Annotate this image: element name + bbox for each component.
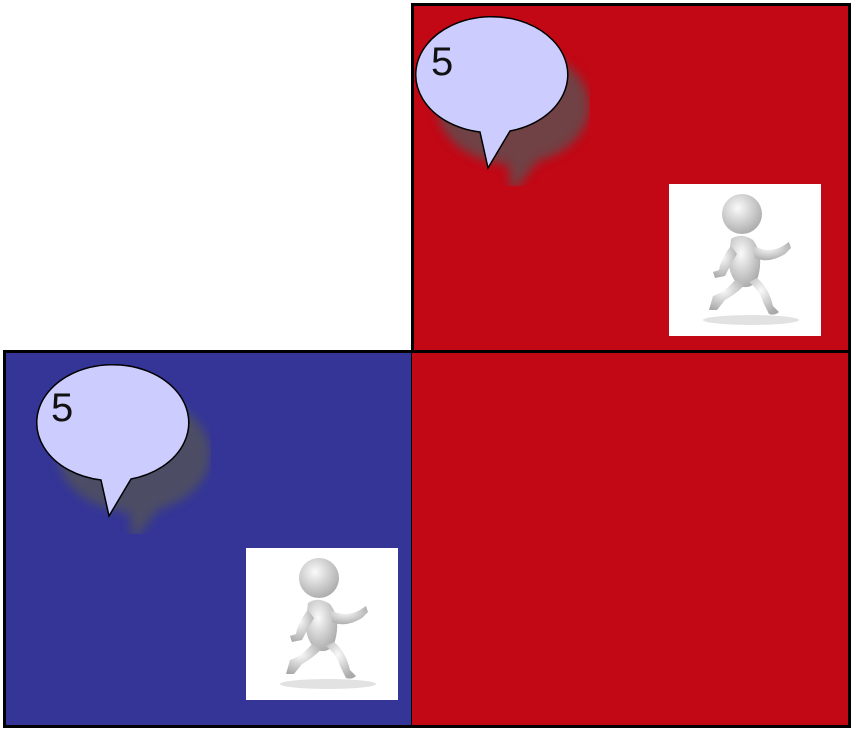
running-person-icon: [669, 184, 821, 336]
bottom-right-red-quadrant: [411, 350, 851, 728]
speech-bubble-top-right: 5: [410, 16, 590, 186]
bubble-value: 5: [431, 42, 453, 82]
speech-bubble-bottom-left: 5: [31, 364, 211, 534]
runner-card-bottom-left: [246, 548, 398, 700]
bubble-value: 5: [51, 388, 73, 428]
runner-card-top-right: [669, 184, 821, 336]
running-person-icon: [246, 548, 398, 700]
